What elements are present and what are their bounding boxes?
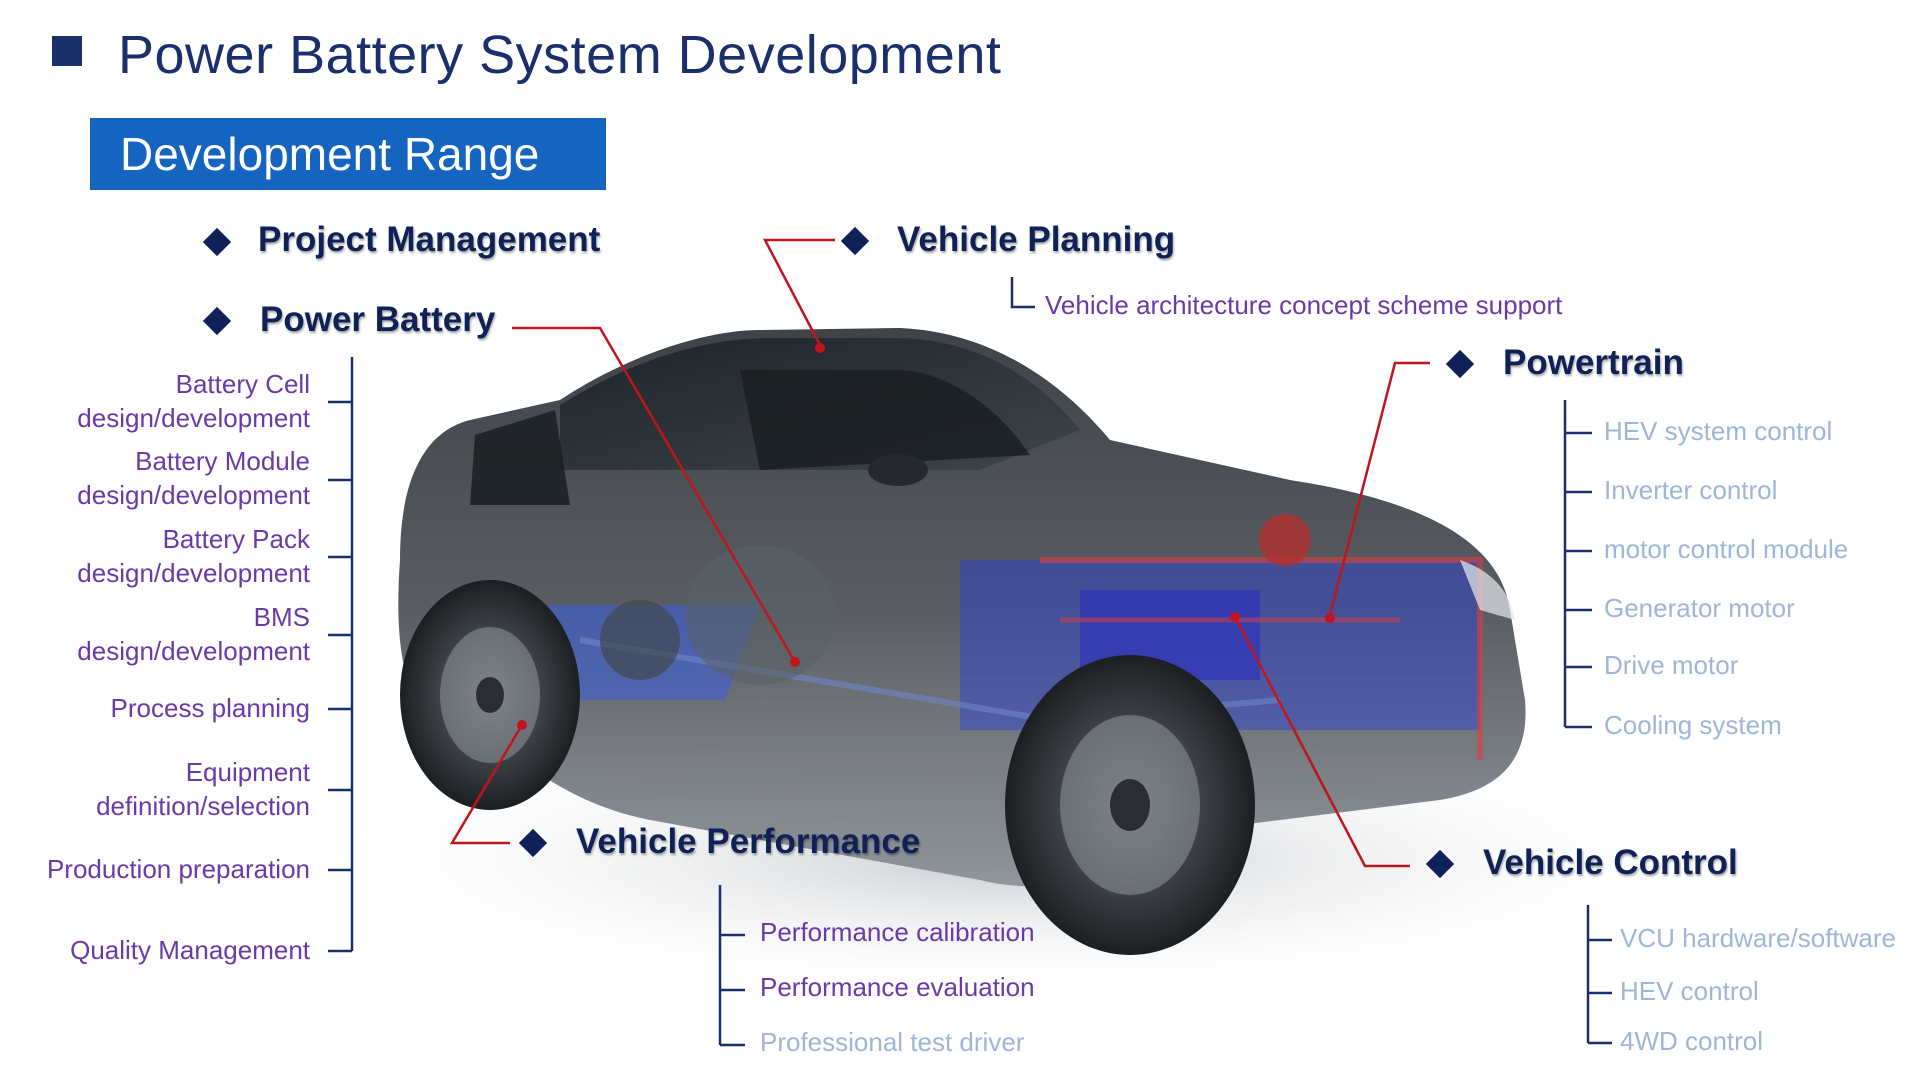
list-item: Equipment definition/selection (96, 757, 310, 821)
vehicle-control-tree (1586, 905, 1612, 1045)
side-mirror (868, 454, 928, 486)
heading-vehicle-planning: Vehicle Planning (897, 220, 1176, 259)
callout-lines (449, 238, 1430, 868)
heading-powertrain: Powertrain (1503, 343, 1684, 382)
callout-power-battery (512, 326, 797, 663)
callout-dots (517, 343, 1335, 730)
list-item: Battery Cell design/development (77, 369, 310, 433)
heading-vehicle-performance: Vehicle Performance (576, 822, 921, 861)
list-item: Cooling system (1604, 710, 1782, 740)
list-item: BMS design/development (77, 602, 310, 666)
heading-vehicle-control: Vehicle Control (1483, 843, 1738, 882)
list-item: Quality Management (70, 935, 310, 965)
list-item: Performance calibration (760, 917, 1035, 947)
car-side-window-rear (470, 410, 570, 505)
list-item: Inverter control (1604, 475, 1778, 505)
list-item: HEV system control (1604, 416, 1833, 446)
list-item: Professional test driver (760, 1027, 1025, 1057)
list-item: Process planning (110, 693, 310, 723)
page-title: Power Battery System Development (118, 25, 1002, 85)
callout-vehicle-planning (762, 238, 835, 346)
vehicle-performance-tree (718, 885, 745, 1047)
heading-project-management: Project Management (258, 220, 601, 259)
reservoir-shape (1259, 514, 1311, 566)
rear-motor-shape (600, 600, 680, 680)
list-item: HEV control (1620, 976, 1759, 1006)
callout-powertrain (1328, 361, 1430, 616)
list-item: Vehicle architecture concept scheme supp… (1045, 290, 1563, 320)
list-item: 4WD control (1620, 1026, 1764, 1056)
cooling-pipe-shape (1040, 557, 1483, 760)
callout-vehicle-control (1233, 616, 1410, 868)
title-square-icon (52, 36, 82, 66)
development-range-label: Development Range (90, 118, 606, 190)
list-item: Generator motor (1604, 593, 1795, 623)
list-item: Performance evaluation (760, 972, 1035, 1002)
callout-vehicle-performance (449, 724, 524, 845)
list-item: Battery Module design/development (77, 446, 310, 510)
car-side-window-front (740, 370, 1030, 470)
list-item: motor control module (1604, 534, 1849, 564)
list-item: VCU hardware/software (1620, 923, 1896, 953)
headlight-shape (1460, 560, 1515, 620)
list-item: Drive motor (1604, 650, 1739, 680)
powertrain-tree (1563, 400, 1592, 729)
rear-wheel-inner-shape (685, 545, 835, 685)
list-item: Production preparation (46, 854, 310, 884)
heading-power-battery: Power Battery (260, 300, 496, 339)
list-item: Battery Pack design/development (77, 524, 310, 588)
power-battery-bracket (328, 357, 354, 953)
vehicle-planning-tree (1010, 277, 1035, 309)
